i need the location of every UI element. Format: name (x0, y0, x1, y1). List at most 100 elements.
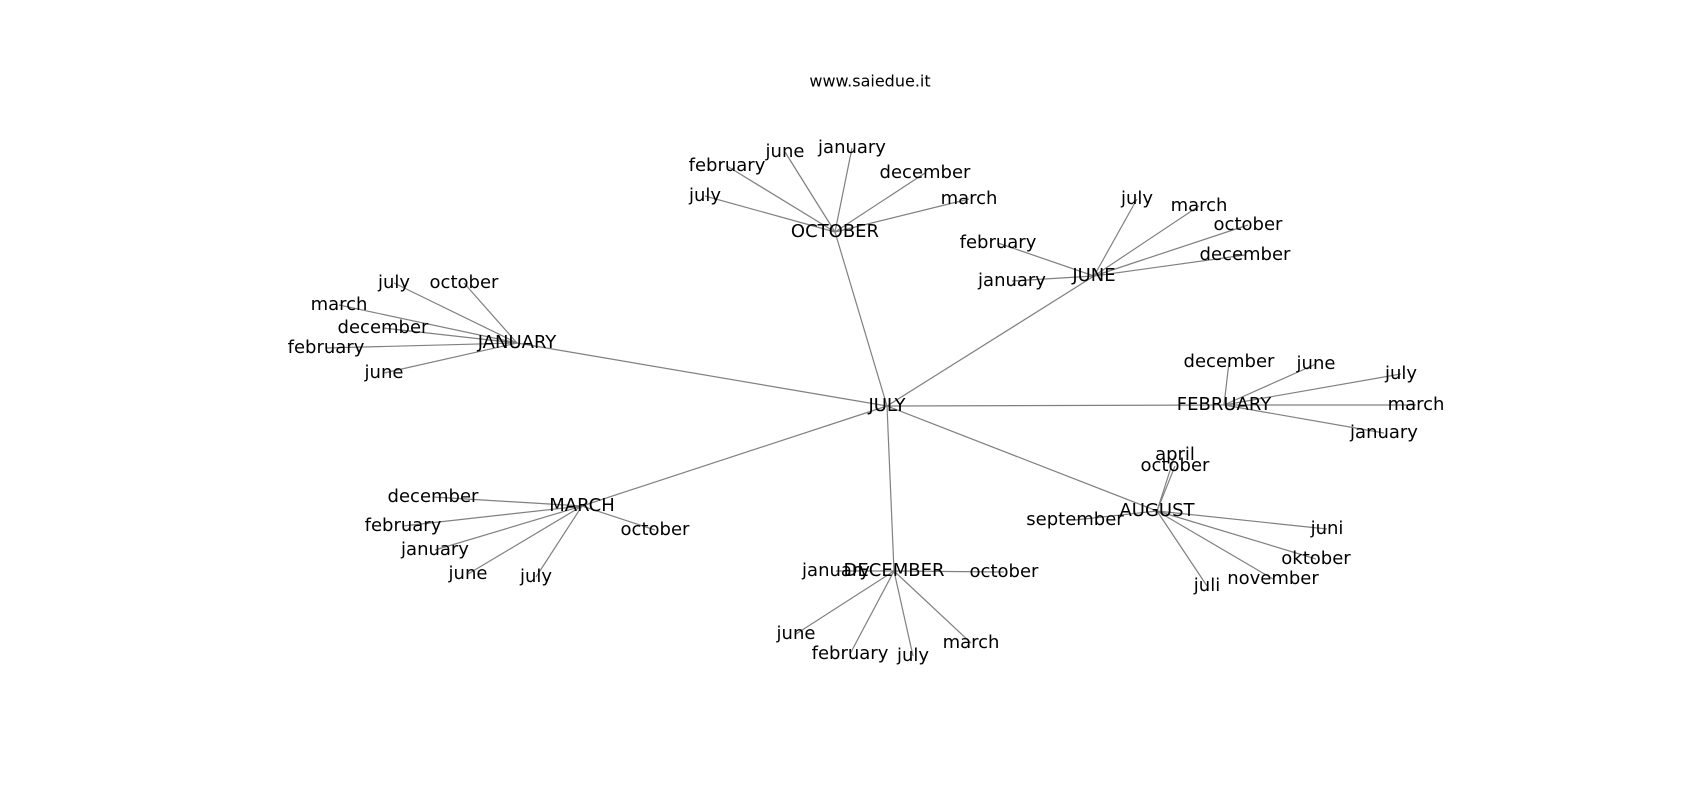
edge-december-october (893, 570, 1005, 573)
edge-root-october (834, 231, 888, 407)
node-february-december: december (1184, 351, 1276, 372)
edge-august-april (1156, 454, 1176, 512)
edge-march-february (402, 505, 583, 527)
edge-january-december (382, 327, 518, 344)
edge-february-january (1223, 404, 1385, 434)
edge-march-june (467, 505, 583, 575)
node-august-october: october (1141, 455, 1210, 476)
edge-march-october (581, 505, 656, 531)
node-june-december: december (1200, 244, 1292, 265)
edge-august-oktober (1156, 510, 1317, 560)
node-hub-march: MARCH (549, 495, 615, 516)
node-december-march: march (943, 632, 1000, 653)
edge-root-june (886, 275, 1095, 407)
edge-root-january (516, 342, 888, 407)
edge-march-december (432, 496, 583, 507)
edge-root-august (886, 405, 1158, 512)
edge-december-july (893, 570, 914, 657)
node-march-december: december (388, 486, 480, 507)
node-february-march: march (1388, 394, 1445, 415)
node-october-february: february (689, 155, 766, 176)
node-october-july: july (688, 185, 721, 206)
edge-february-july (1223, 373, 1402, 406)
edge-december-march (893, 570, 972, 644)
node-march-january: january (400, 539, 469, 560)
edge-october-july (704, 195, 836, 233)
edge-december-june (795, 570, 895, 635)
node-root: JULY (867, 395, 906, 416)
edge-january-october (463, 282, 518, 344)
node-february-july: july (1384, 363, 1417, 384)
node-hub-february: FEBRUARY (1177, 394, 1272, 415)
node-october-january: january (817, 137, 886, 158)
edge-june-march (1093, 205, 1200, 277)
edge-march-january (434, 505, 583, 551)
edge-january-june (383, 342, 518, 374)
node-december-june: june (776, 623, 816, 644)
node-february-january: january (1349, 422, 1418, 443)
node-june-january: january (977, 270, 1046, 291)
edge-june-january (1011, 275, 1095, 282)
node-january-july: july (377, 272, 410, 293)
edge-january-march (338, 304, 518, 344)
node-october-march: march (941, 188, 998, 209)
node-january-june: june (364, 362, 404, 383)
node-february-june: june (1296, 353, 1336, 374)
node-hub-august: AUGUST (1119, 500, 1195, 521)
node-august-april: april (1155, 444, 1195, 465)
edge-october-march (834, 198, 970, 233)
node-december-february: february (812, 643, 889, 664)
node-january-december: december (338, 317, 430, 338)
node-august-oktober: oktober (1281, 548, 1351, 569)
node-january-february: february (288, 337, 365, 358)
edge-june-july (1093, 198, 1138, 277)
node-march-october: october (621, 519, 690, 540)
edge-august-juli (1156, 510, 1208, 587)
edge-june-october (1093, 224, 1249, 277)
edge-august-october (1156, 465, 1176, 512)
node-hub-january: JANUARY (477, 332, 558, 353)
edges-layer (325, 147, 1416, 657)
node-hub-december: DECEMBER (844, 560, 945, 581)
edge-root-february (886, 404, 1225, 407)
node-october-june: june (765, 141, 805, 162)
edge-august-september (1074, 510, 1158, 521)
edge-october-december (834, 172, 926, 233)
edge-october-june (784, 151, 836, 233)
node-october-december: december (880, 162, 972, 183)
edge-october-january (834, 147, 853, 233)
node-january-october: october (430, 272, 499, 293)
edge-root-december (886, 405, 895, 572)
node-january-march: march (311, 294, 368, 315)
edge-january-july (393, 282, 518, 344)
node-december-july: july (896, 645, 929, 666)
edge-february-december (1223, 361, 1230, 406)
node-march-july: july (519, 566, 552, 587)
node-december-october: october (970, 561, 1039, 582)
node-march-february: february (365, 515, 442, 536)
node-august-november: november (1227, 568, 1319, 589)
graph-title: www.saiedue.it (809, 72, 930, 91)
node-june-march: march (1171, 195, 1228, 216)
node-august-september: september (1026, 509, 1124, 530)
node-june-february: february (960, 232, 1037, 253)
node-march-june: june (448, 563, 488, 584)
node-hub-june: JUNE (1071, 265, 1115, 286)
edge-december-february (849, 570, 895, 655)
node-hub-october: OCTOBER (791, 221, 879, 242)
node-december-january: january (801, 560, 870, 581)
edge-june-february (997, 242, 1095, 277)
edge-root-march (581, 405, 888, 507)
edge-august-november (1156, 510, 1274, 580)
node-august-juli: juli (1193, 575, 1220, 596)
edge-january-february (325, 342, 518, 349)
edge-october-february (726, 165, 836, 233)
node-june-october: october (1214, 214, 1283, 235)
node-august-juni: juni (1310, 518, 1344, 539)
edge-march-july (535, 505, 583, 578)
node-june-july: july (1120, 188, 1153, 209)
edge-february-june (1223, 363, 1317, 406)
edge-august-juni (1156, 510, 1328, 530)
